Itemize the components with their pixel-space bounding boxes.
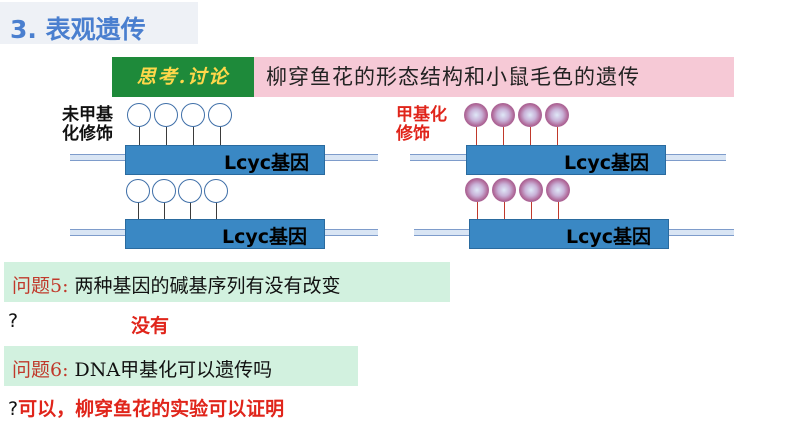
methyl-group-icon [519,178,543,202]
question-5-mark: ? [8,310,19,332]
section-header: 3. 表观遗传 [0,2,198,44]
discussion-banner: 思考.讨论 柳穿鱼花的形态结构和小鼠毛色的遗传 [112,57,734,97]
stem [503,127,504,147]
lcyc-gene-block [466,145,666,175]
gene-label: Lcyc基因 [222,226,308,248]
methyl-group-icon [464,103,488,127]
question-6-text: 问题6: DNA甲基化可以遗传吗 [12,355,272,382]
unmethylated-site-icon [154,103,178,127]
unmethylated-site-icon [127,103,151,127]
gene-label: Lcyc基因 [564,152,650,174]
unmethylated-site-icon [208,103,232,127]
stem [164,202,165,222]
discussion-tag: 思考.讨论 [112,57,254,97]
stem [557,127,558,147]
unmethylated-site-icon [126,179,150,203]
lcyc-gene-block [125,219,325,249]
discussion-topic: 柳穿鱼花的形态结构和小鼠毛色的遗传 [254,57,734,97]
question-6-number: 问题6: [12,359,69,381]
stem [531,202,532,222]
question-5-number: 问题5: [12,275,69,297]
stem [220,127,221,147]
stem [138,202,139,222]
unmethylated-site-icon [181,103,205,127]
label-methylated-line2: 修饰 [396,124,430,144]
answer-6: 可以，柳穿鱼花的实验可以证明 [18,398,285,420]
stem [139,127,140,147]
answer-6-line: ?可以，柳穿鱼花的实验可以证明 [8,394,284,421]
stem [216,202,217,222]
label-methylated-line1: 甲基化 [396,105,447,125]
question-6-body: DNA甲基化可以遗传吗 [74,359,273,381]
discussion-topic-text: 柳穿鱼花的形态结构和小鼠毛色的遗传 [266,65,640,89]
question-5-box: 问题5: 两种基因的碱基序列有没有改变 [4,262,450,302]
stem [193,127,194,147]
label-unmethylated: 未甲基 化修饰 [62,106,113,144]
methyl-group-icon [492,178,516,202]
stem [190,202,191,222]
unmethylated-site-icon [178,179,202,203]
gene-label: Lcyc基因 [566,226,652,248]
methyl-group-icon [465,178,489,202]
question-5-text: 问题5: 两种基因的碱基序列有没有改变 [12,271,341,298]
lcyc-gene-block [125,145,325,175]
label-unmethylated-line2: 化修饰 [62,124,113,144]
stem [166,127,167,147]
answer-5: 没有 [131,315,170,337]
lcyc-gene-block [469,219,669,249]
section-title: 3. 表观遗传 [10,15,146,44]
methyl-group-icon [545,103,569,127]
question-5-body: 两种基因的碱基序列有没有改变 [74,275,341,297]
discussion-tag-label: 思考.讨论 [136,66,230,88]
methyl-group-icon [518,103,542,127]
stem [477,202,478,222]
stem [530,127,531,147]
methyl-group-icon [546,178,570,202]
label-methylated: 甲基化 修饰 [396,106,447,144]
stem [476,127,477,147]
stem [558,202,559,222]
methyl-group-icon [491,103,515,127]
label-unmethylated-line1: 未甲基 [62,105,113,125]
question-6-box: 问题6: DNA甲基化可以遗传吗 [4,346,358,386]
stem [504,202,505,222]
unmethylated-site-icon [152,179,176,203]
question-6-mark: ? [8,398,19,420]
gene-label: Lcyc基因 [224,152,310,174]
unmethylated-site-icon [204,179,228,203]
